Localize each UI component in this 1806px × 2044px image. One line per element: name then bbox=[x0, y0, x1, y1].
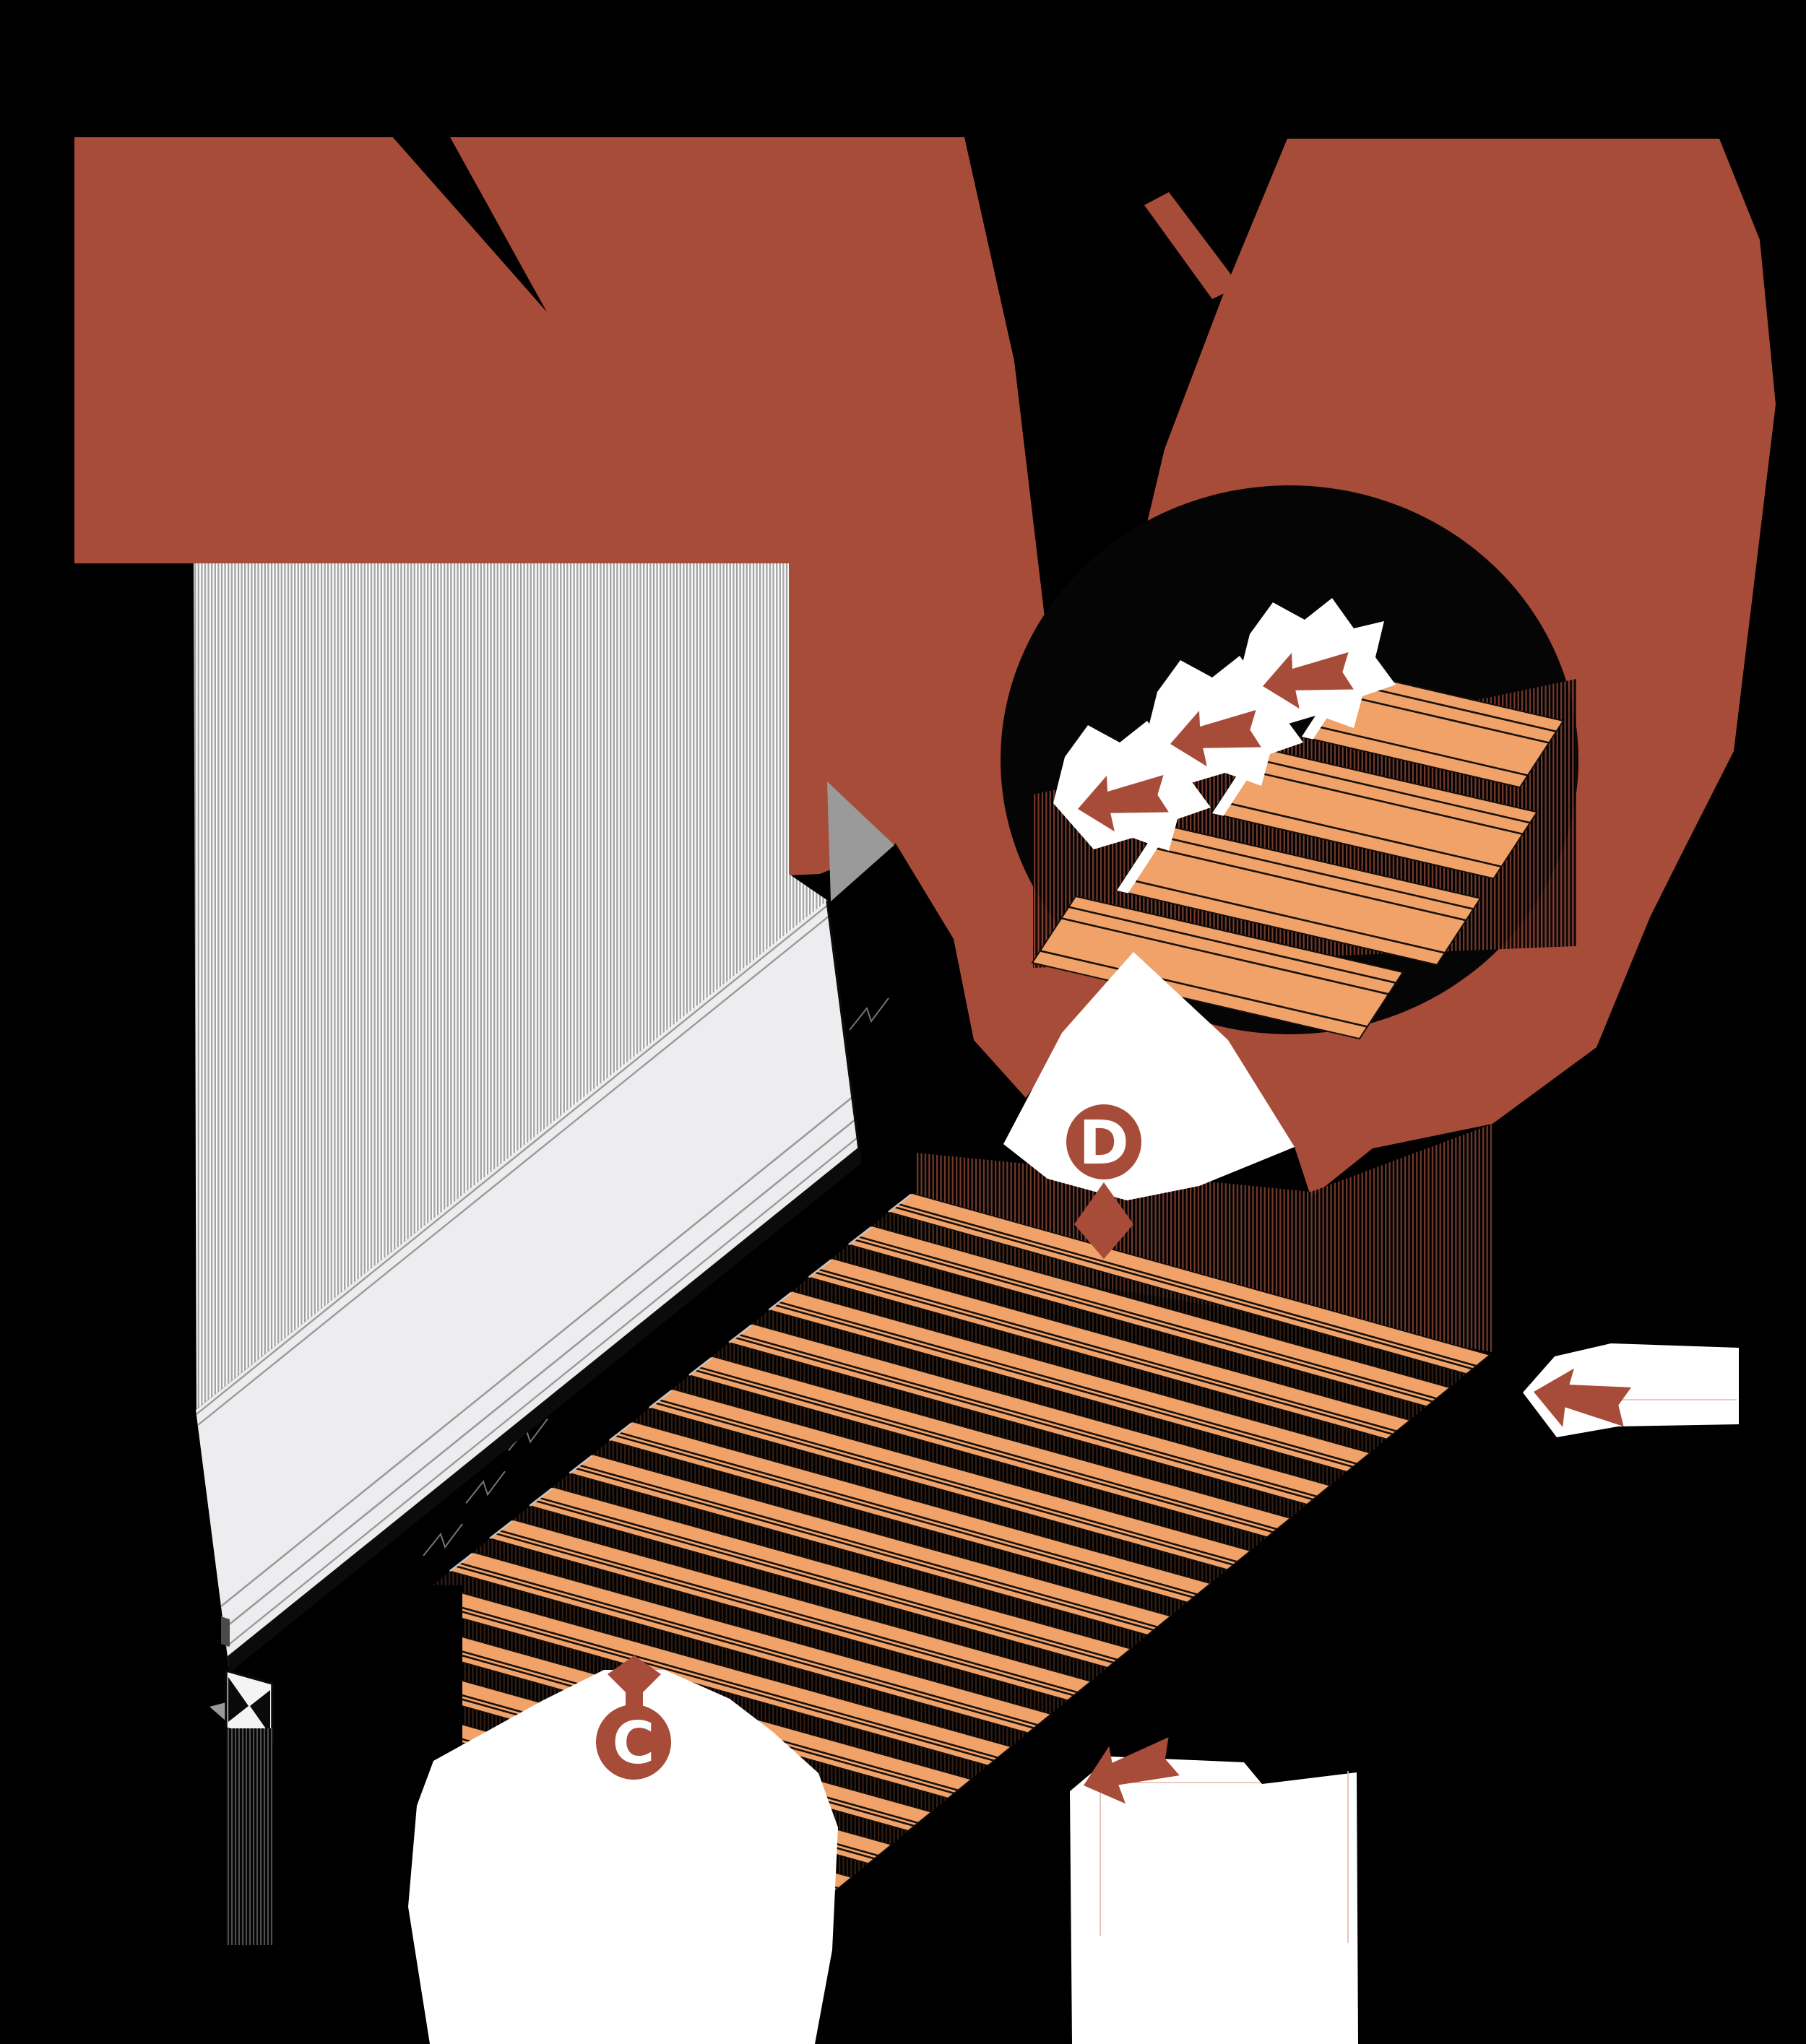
fascia-molding-line3 bbox=[225, 1137, 858, 1647]
detail-batten-1-chamfer-3 bbox=[1309, 724, 1529, 776]
pry-arrow-group bbox=[1078, 652, 1632, 1804]
batten-2-tip-highlight bbox=[848, 1226, 872, 1246]
callout-d: D bbox=[1003, 952, 1295, 1259]
batten-8-groove-1 bbox=[618, 1432, 1198, 1595]
detail-batten-1-chamfer-2 bbox=[1330, 691, 1550, 744]
side-arrow-highlight-blob bbox=[1523, 1343, 1739, 1437]
clip-accent-1 bbox=[849, 997, 889, 1031]
detail-batten-3-chamfer-3 bbox=[1124, 878, 1446, 954]
detail-batten-4-chamfer-1 bbox=[1068, 906, 1396, 984]
batten-6-groove-2 bbox=[694, 1369, 1274, 1533]
detail-batten-2 bbox=[1211, 745, 1539, 880]
batten-11-groove-2 bbox=[495, 1532, 1074, 1697]
batten-5-groove-2 bbox=[735, 1336, 1313, 1501]
batten-1-groove-2 bbox=[894, 1205, 1473, 1370]
fascia-molding-line2 bbox=[223, 1118, 856, 1630]
batten-11-groove-1 bbox=[499, 1529, 1078, 1694]
detail-batten-2-chamfer-1 bbox=[1248, 756, 1531, 824]
batten-6-groove-1 bbox=[699, 1366, 1277, 1530]
batten-10-groove-1 bbox=[539, 1497, 1118, 1661]
wall-hatch-below-cap bbox=[226, 1728, 272, 1945]
wall-hatch-panel bbox=[194, 563, 828, 1409]
batten-2-groove-1 bbox=[857, 1236, 1437, 1400]
batten-1-groove-1 bbox=[898, 1203, 1477, 1367]
batten-6-tip-highlight bbox=[688, 1356, 712, 1377]
balloon-rust-streak bbox=[1144, 192, 1240, 299]
fascia-bottom-edge-band bbox=[228, 1147, 860, 1668]
batten-9-tip-highlight bbox=[569, 1455, 593, 1474]
detail-batten-4 bbox=[1031, 895, 1404, 1040]
callout-d-letter: D bbox=[1079, 1107, 1129, 1178]
callout-c-pointer bbox=[608, 1655, 661, 1701]
wall-shadow-wedge bbox=[827, 781, 894, 901]
batten-3-tip-highlight bbox=[808, 1259, 832, 1278]
clip-accent-11 bbox=[423, 1523, 463, 1556]
batten-8-groove-2 bbox=[615, 1434, 1194, 1598]
detail-pry-arrow-3-icon bbox=[1078, 775, 1169, 832]
batten-10-tip-highlight bbox=[529, 1487, 553, 1507]
batten-4-groove-2 bbox=[774, 1304, 1354, 1468]
batten-7-groove-2 bbox=[654, 1402, 1234, 1566]
bottom-pry-arrow-icon bbox=[1084, 1737, 1180, 1804]
fascia-end-cap-hollow bbox=[228, 1677, 270, 1735]
fascia-face bbox=[196, 901, 860, 1668]
fascia-molding-line1 bbox=[220, 1096, 853, 1608]
batten-8-tip-highlight bbox=[608, 1422, 633, 1442]
detail-batten-3 bbox=[1115, 823, 1482, 966]
side-pry-arrow-icon bbox=[1534, 1368, 1632, 1427]
batten-12-tip-highlight bbox=[449, 1553, 473, 1572]
clip-accent-10 bbox=[465, 1471, 506, 1504]
batten-3-groove-2 bbox=[814, 1271, 1394, 1435]
fascia-top-edge-line2 bbox=[197, 915, 830, 1426]
batten-4-groove-1 bbox=[778, 1301, 1357, 1465]
balloon-top-notch bbox=[392, 136, 547, 312]
batten-5-groove-1 bbox=[738, 1333, 1317, 1498]
detail-batten-3-chamfer-2 bbox=[1145, 845, 1466, 922]
callout-c-letter: C bbox=[613, 1710, 655, 1777]
batten-2-groove-2 bbox=[854, 1239, 1433, 1403]
batten-9-groove-2 bbox=[575, 1467, 1154, 1632]
batten-4-tip-highlight bbox=[768, 1291, 792, 1311]
detail-batten-4-chamfer-2 bbox=[1060, 917, 1389, 995]
detail-batten-3-chamfer-1 bbox=[1153, 833, 1474, 910]
fascia-bottom-shadow-line bbox=[227, 1159, 863, 1672]
batten-13-groove-2 bbox=[415, 1598, 995, 1762]
fascia-molding-step bbox=[221, 1616, 230, 1647]
detail-batten-2-chamfer-2 bbox=[1240, 768, 1524, 836]
batten-7-tip-highlight bbox=[649, 1390, 673, 1409]
batten-13-groove-1 bbox=[419, 1595, 998, 1759]
batten-9-groove-1 bbox=[579, 1464, 1158, 1628]
detail-batten-4-chamfer-3 bbox=[1040, 950, 1368, 1028]
detail-pry-arrow-2-icon bbox=[1170, 710, 1261, 767]
batten-3-groove-1 bbox=[818, 1268, 1397, 1432]
detail-batten-2-chamfer-3 bbox=[1219, 800, 1502, 868]
fascia-end-cut-line bbox=[826, 900, 862, 1160]
batten-1-tip-highlight bbox=[888, 1193, 912, 1213]
fascia-top-edge-line bbox=[196, 904, 829, 1415]
callout-d-pointer bbox=[1074, 1182, 1133, 1259]
batten-11-tip-highlight bbox=[489, 1520, 513, 1540]
fascia-board bbox=[196, 900, 863, 1945]
batten-12-groove-1 bbox=[459, 1562, 1038, 1726]
callout-c: C bbox=[408, 1655, 838, 2044]
callout-d-badge bbox=[1066, 1104, 1141, 1179]
batten-5-tip-highlight bbox=[728, 1324, 752, 1343]
bottom-arrow-highlight-blob bbox=[1070, 1757, 1358, 2044]
fascia-end-wedge bbox=[209, 1702, 226, 1721]
callout-c-blob bbox=[408, 1670, 838, 2044]
callout-c-badge bbox=[596, 1705, 671, 1780]
detail-pry-arrow-1-icon bbox=[1263, 652, 1354, 709]
batten-7-groove-1 bbox=[658, 1399, 1237, 1563]
batten-12-groove-2 bbox=[455, 1565, 1034, 1729]
batten-10-groove-2 bbox=[535, 1499, 1114, 1664]
